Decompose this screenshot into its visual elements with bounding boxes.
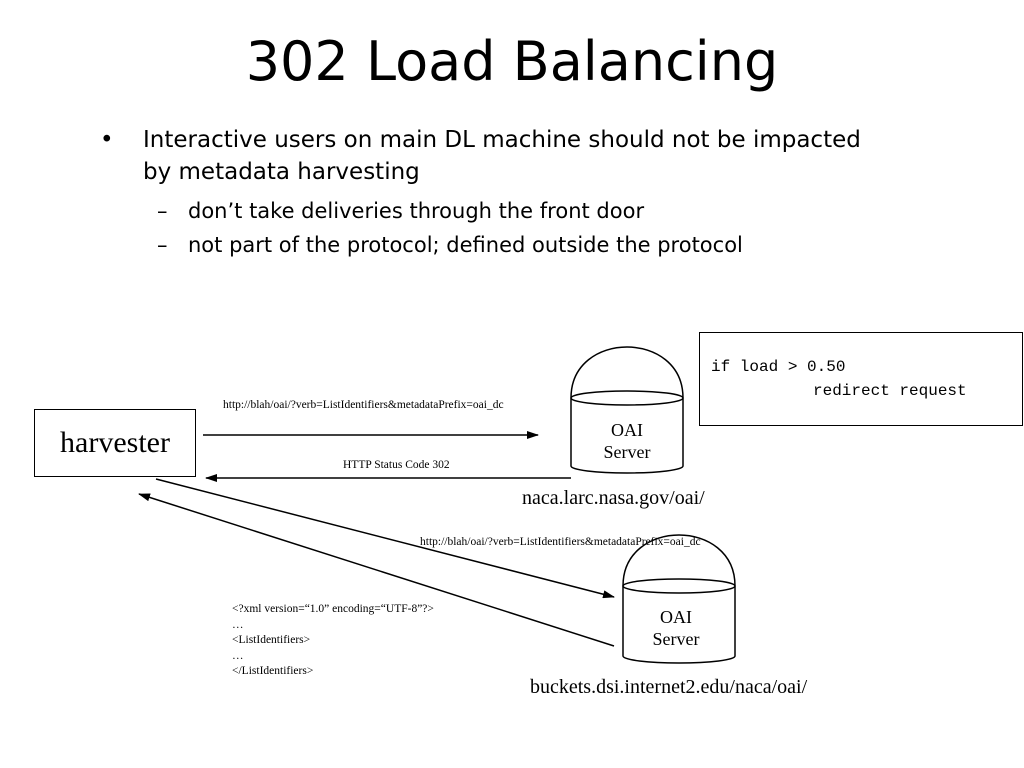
status-code-label: HTTP Status Code 302 (343, 459, 450, 471)
code-line-1: if load > 0.50 (711, 358, 846, 376)
bullet-dot-icon: • (100, 127, 114, 153)
request-arrow-2 (155, 478, 615, 599)
xml-line: <ListIdentifiers> (232, 634, 311, 646)
server-1-cylinder-icon (570, 346, 684, 474)
server-2-label-line2: Server (652, 629, 700, 649)
request-url-label-1: http://blah/oai/?verb=ListIdentifiers&me… (223, 399, 504, 411)
server-1-label-line1: OAI (611, 420, 643, 440)
xml-line: </ListIdentifiers> (232, 665, 314, 677)
sub-bullet-item: – don’t take deliveries through the fron… (100, 194, 880, 228)
server-1-label: OAI Server (587, 419, 667, 463)
server-2-label: OAI Server (636, 606, 716, 650)
xml-response-text: <?xml version=“1.0” encoding=“UTF-8”?> …… (232, 602, 434, 680)
request-url-label-2: http://blah/oai/?verb=ListIdentifiers&me… (420, 536, 701, 548)
xml-line: <?xml version=“1.0” encoding=“UTF-8”?> (232, 603, 434, 615)
server-2-cylinder-icon (622, 534, 736, 664)
slide-title: 302 Load Balancing (245, 30, 779, 93)
bullet-text: Interactive users on main DL machine sho… (143, 127, 861, 185)
sub-bullet-text: don’t take deliveries through the front … (188, 199, 645, 223)
dash-icon: – (157, 233, 168, 257)
xml-line: … (232, 618, 244, 631)
server-1-host: naca.larc.nasa.gov/oai/ (522, 487, 705, 509)
code-line-2: redirect request (813, 382, 967, 400)
server-1-label-line2: Server (603, 442, 651, 462)
sub-bullet-text: not part of the protocol; defined outsid… (188, 233, 743, 257)
harvester-label: harvester (60, 426, 170, 459)
harvester-box: harvester (34, 409, 196, 477)
server-2-label-line1: OAI (660, 607, 692, 627)
server-2-host: buckets.dsi.internet2.edu/naca/oai/ (530, 676, 808, 698)
load-rule-box: if load > 0.50 redirect request (699, 332, 1023, 426)
bullet-list: • Interactive users on main DL machine s… (100, 124, 880, 262)
sub-bullet-item: – not part of the protocol; defined outs… (100, 228, 880, 262)
dash-icon: – (157, 199, 168, 223)
bullet-item: • Interactive users on main DL machine s… (100, 124, 880, 188)
response-arrow (138, 493, 615, 647)
xml-line: … (232, 649, 244, 662)
